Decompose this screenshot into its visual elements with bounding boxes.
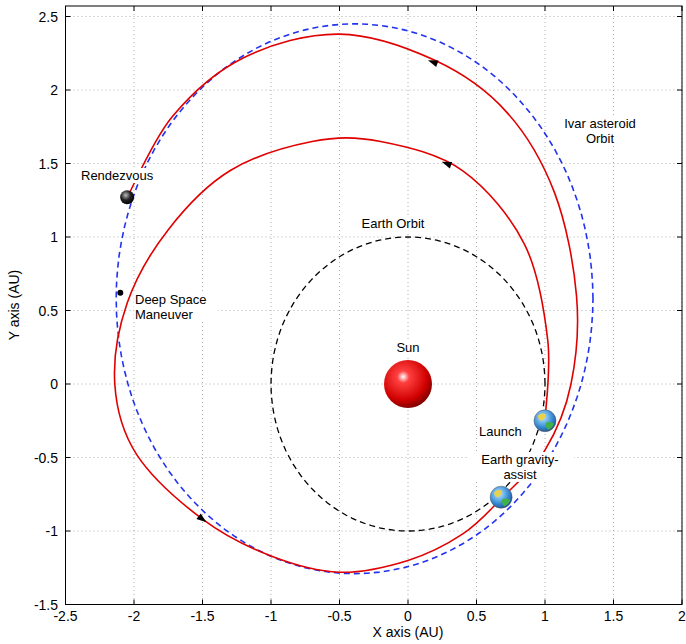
rendezvous-marker — [120, 190, 134, 204]
tick-mark — [677, 310, 682, 311]
tick-mark — [66, 16, 71, 17]
tick-mark — [65, 600, 66, 605]
tick-mark — [677, 163, 682, 164]
earth-orbit — [271, 237, 545, 531]
trajectory — [115, 34, 578, 572]
tick-mark — [134, 6, 135, 11]
tick-mark — [677, 16, 682, 17]
rendezvous-label: Rendezvous — [80, 168, 154, 183]
tick-label: -1 — [46, 523, 58, 539]
grid-line — [66, 163, 683, 164]
earth-land — [494, 490, 502, 497]
grid-line — [66, 90, 683, 91]
direction-arrow — [442, 162, 453, 169]
tick-mark — [677, 531, 682, 532]
tick-label: -2.5 — [53, 608, 77, 624]
grid-line — [545, 6, 546, 605]
tick-mark — [677, 237, 682, 238]
grid-lines — [66, 6, 683, 605]
plot-frame — [66, 6, 683, 605]
tick-label: -1 — [265, 608, 277, 624]
tick-mark — [339, 6, 340, 11]
tick-label: 0.5 — [39, 303, 58, 319]
tick-mark — [66, 237, 71, 238]
tick-marks — [66, 6, 683, 605]
tick-mark — [677, 604, 682, 605]
tick-mark — [66, 531, 71, 532]
tick-label: -1.5 — [190, 608, 214, 624]
asteroid-orbit-label: Ivar asteroid Orbit — [553, 116, 647, 146]
tick-mark — [66, 90, 71, 91]
tick-label: -2 — [128, 608, 140, 624]
earth-orbit-label: Earth Orbit — [361, 216, 426, 231]
tick-mark — [613, 600, 614, 605]
tick-mark — [408, 6, 409, 11]
sun-label: Sun — [395, 340, 420, 355]
grid-line — [476, 6, 477, 605]
tick-label: 1.5 — [604, 608, 623, 624]
grid-line — [271, 6, 272, 605]
tick-mark — [613, 6, 614, 11]
tick-mark — [202, 6, 203, 11]
tick-mark — [677, 384, 682, 385]
ivar-orbit — [116, 24, 593, 574]
tick-label: 0 — [50, 376, 58, 392]
tick-mark — [339, 600, 340, 605]
direction-arrow — [428, 60, 439, 67]
sun-sphere — [384, 360, 432, 408]
tick-label: 1 — [541, 608, 549, 624]
earth-land — [538, 413, 546, 420]
tick-mark — [66, 310, 71, 311]
axis-title: X axis (AU) — [373, 624, 444, 640]
grid-line — [613, 6, 614, 605]
tick-mark — [677, 457, 682, 458]
tick-label: 0.5 — [467, 608, 486, 624]
grid-line — [408, 6, 409, 605]
tick-mark — [408, 600, 409, 605]
tick-label: 2.5 — [39, 9, 58, 25]
tick-label: 1.5 — [39, 156, 58, 172]
axis-title: Y axis (AU) — [6, 270, 22, 341]
tick-mark — [476, 600, 477, 605]
tick-mark — [66, 604, 71, 605]
earth-globe — [490, 486, 512, 508]
tick-mark — [65, 6, 66, 11]
tick-mark — [271, 6, 272, 11]
grid-line — [66, 16, 683, 17]
earth-globe — [534, 410, 556, 432]
tick-mark — [677, 90, 682, 91]
grid-line — [339, 6, 340, 605]
tick-label: 2 — [50, 82, 58, 98]
tick-mark — [476, 6, 477, 11]
gravity-assist-label: Earth gravity-assist — [467, 452, 574, 482]
direction-arrows — [196, 60, 452, 522]
grid-line — [66, 384, 683, 385]
tick-label: 1 — [50, 229, 58, 245]
tick-mark — [66, 384, 71, 385]
tick-label: 2 — [678, 608, 686, 624]
tick-mark — [682, 600, 683, 605]
earth-land — [546, 422, 554, 430]
earth-land — [502, 498, 510, 506]
launch-label: Launch — [478, 424, 523, 439]
tick-label: 0 — [404, 608, 412, 624]
direction-arrow — [196, 513, 206, 522]
tick-mark — [271, 600, 272, 605]
tick-label: -0.5 — [34, 450, 58, 466]
tick-mark — [545, 600, 546, 605]
tick-mark — [66, 163, 71, 164]
tick-mark — [66, 457, 71, 458]
maneuver-label: Deep Space Maneuver — [134, 292, 218, 322]
tick-mark — [202, 600, 203, 605]
grid-line — [66, 531, 683, 532]
tick-label: -0.5 — [327, 608, 351, 624]
tick-mark — [545, 6, 546, 11]
tick-mark — [134, 600, 135, 605]
grid-line — [66, 457, 683, 458]
tick-mark — [682, 6, 683, 11]
maneuver-marker — [117, 290, 123, 296]
grid-line — [66, 237, 683, 238]
